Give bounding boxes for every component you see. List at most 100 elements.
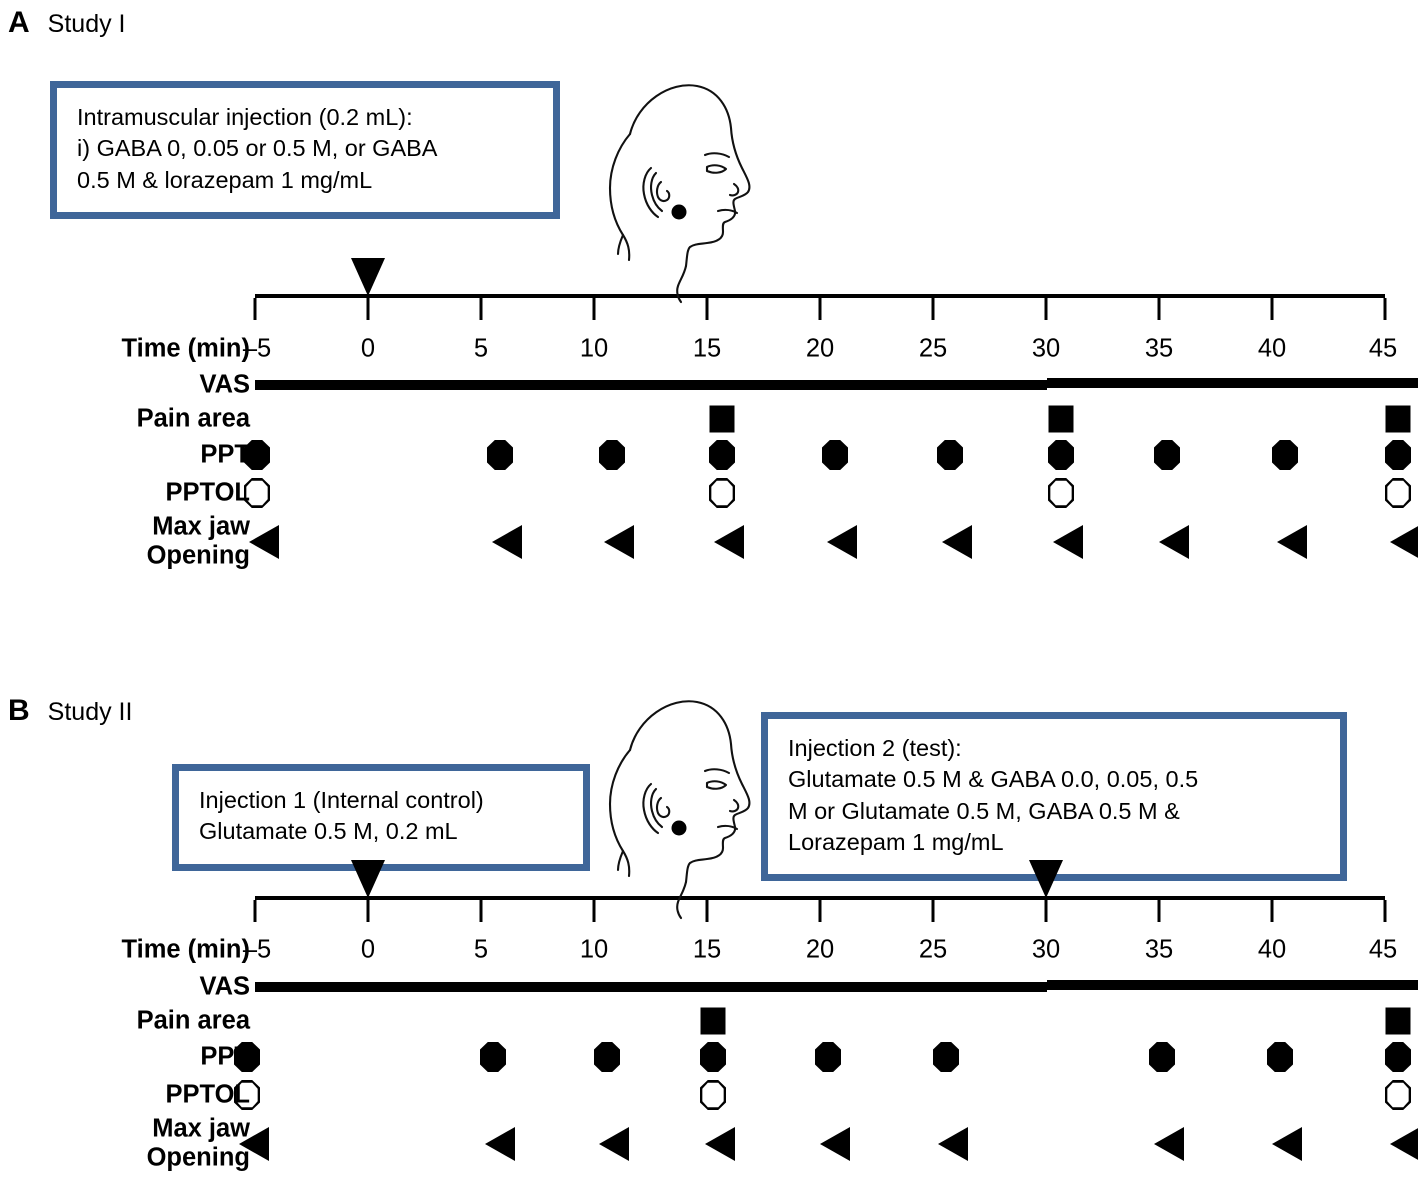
marker-max-jaw-opening — [942, 525, 972, 559]
injection-site-dot — [671, 820, 687, 836]
marker-pain-area — [1048, 405, 1074, 433]
row-label-pain-area: Pain area — [136, 404, 250, 433]
tick-label: 30 — [1031, 334, 1061, 363]
row-label-max-jaw-opening: Max jaw Opening — [146, 512, 250, 570]
tick-label: 35 — [1144, 935, 1174, 964]
row-label-vas: VAS — [199, 972, 250, 1001]
intramuscular-injection-callout: Intramuscular injection (0.2 mL): i) GAB… — [50, 81, 560, 219]
tick-label: 5 — [473, 334, 489, 363]
tick-label: 15 — [692, 334, 722, 363]
marker-ppt — [937, 440, 963, 470]
injection-site-dot — [671, 204, 687, 220]
tick-label: –5 — [242, 334, 272, 363]
marker-ppt — [599, 440, 625, 470]
marker-max-jaw-opening — [239, 1127, 269, 1161]
row-label-time: Time (min) — [121, 334, 250, 363]
marker-ppt — [594, 1042, 620, 1072]
marker-max-jaw-opening — [1053, 525, 1083, 559]
marker-max-jaw-opening — [705, 1127, 735, 1161]
tick-label: 25 — [918, 334, 948, 363]
tick-label: 10 — [579, 935, 609, 964]
row-label-vas: VAS — [199, 370, 250, 399]
tick-label: 35 — [1144, 334, 1174, 363]
panel-a-heading: A Study I — [8, 6, 126, 40]
marker-max-jaw-opening — [1159, 525, 1189, 559]
marker-ppt — [1149, 1042, 1175, 1072]
tick-label: 15 — [692, 935, 722, 964]
marker-max-jaw-opening — [1154, 1127, 1184, 1161]
row-label-max-jaw-opening: Max jaw Opening — [146, 1114, 250, 1172]
injection-1-callout: Injection 1 (Internal control) Glutamate… — [172, 764, 590, 871]
panel-study-2: B Study II Injection 1 (Internal control… — [0, 688, 1418, 1202]
marker-pptol — [1048, 478, 1074, 508]
tick-label: –5 — [242, 935, 272, 964]
marker-max-jaw-opening — [938, 1127, 968, 1161]
head-profile-illustration — [566, 688, 776, 928]
marker-pain-area — [1385, 405, 1411, 433]
marker-ppt — [822, 440, 848, 470]
marker-ppt — [1385, 440, 1411, 470]
marker-ppt — [487, 440, 513, 470]
marker-pptol — [1385, 1080, 1411, 1110]
marker-pain-area — [700, 1007, 726, 1035]
panel-title: Study I — [47, 10, 126, 38]
marker-ppt — [933, 1042, 959, 1072]
marker-ppt — [234, 1042, 260, 1072]
injection-arrow-0min — [351, 860, 385, 898]
vas-bar-segment-1 — [255, 982, 1047, 992]
marker-max-jaw-opening — [492, 525, 522, 559]
marker-max-jaw-opening — [604, 525, 634, 559]
marker-pain-area — [1385, 1007, 1411, 1035]
tick-label: 45 — [1368, 935, 1398, 964]
vas-bar-segment-1 — [255, 380, 1047, 390]
marker-max-jaw-opening — [1272, 1127, 1302, 1161]
tick-label: 45 — [1368, 334, 1398, 363]
marker-ppt — [480, 1042, 506, 1072]
injection-2-callout: Injection 2 (test): Glutamate 0.5 M & GA… — [761, 712, 1347, 881]
marker-ppt — [700, 1042, 726, 1072]
marker-pptol — [1385, 478, 1411, 508]
panel-study-1: A Study I Intramuscular injection (0.2 m… — [8, 6, 1418, 570]
tick-label: 40 — [1257, 935, 1287, 964]
tick-label: 40 — [1257, 334, 1287, 363]
marker-pain-area — [709, 405, 735, 433]
marker-ppt — [1267, 1042, 1293, 1072]
row-label-time: Time (min) — [121, 935, 250, 964]
panel-letter: A — [8, 6, 30, 39]
panel-letter: B — [8, 694, 30, 727]
head-profile-illustration — [566, 72, 776, 312]
row-label-pain-area: Pain area — [136, 1006, 250, 1035]
marker-ppt — [1272, 440, 1298, 470]
marker-ppt — [1154, 440, 1180, 470]
tick-label: 25 — [918, 935, 948, 964]
marker-max-jaw-opening — [599, 1127, 629, 1161]
tick-label: 20 — [805, 334, 835, 363]
marker-max-jaw-opening — [1390, 1127, 1418, 1161]
marker-max-jaw-opening — [1390, 525, 1418, 559]
tick-label: 20 — [805, 935, 835, 964]
marker-max-jaw-opening — [820, 1127, 850, 1161]
marker-max-jaw-opening — [485, 1127, 515, 1161]
tick-label: 0 — [360, 935, 376, 964]
tick-label: 0 — [360, 334, 376, 363]
panel-b-heading: B Study II — [8, 694, 132, 728]
row-label-pptol: PPTOL — [165, 478, 250, 507]
injection-arrow-30min — [1029, 860, 1063, 898]
marker-max-jaw-opening — [714, 525, 744, 559]
marker-ppt — [815, 1042, 841, 1072]
vas-bar-segment-2 — [1047, 980, 1418, 990]
tick-label: 10 — [579, 334, 609, 363]
marker-ppt — [709, 440, 735, 470]
marker-ppt — [1385, 1042, 1411, 1072]
row-label-ppt: PPT — [200, 440, 250, 469]
vas-bar-segment-2 — [1047, 378, 1418, 388]
panel-title: Study II — [47, 698, 133, 726]
injection-arrow-0min — [351, 258, 385, 296]
marker-pptol — [709, 478, 735, 508]
marker-max-jaw-opening — [827, 525, 857, 559]
tick-label: 30 — [1031, 935, 1061, 964]
tick-label: 5 — [473, 935, 489, 964]
marker-max-jaw-opening — [249, 525, 279, 559]
marker-max-jaw-opening — [1277, 525, 1307, 559]
marker-ppt — [244, 440, 270, 470]
